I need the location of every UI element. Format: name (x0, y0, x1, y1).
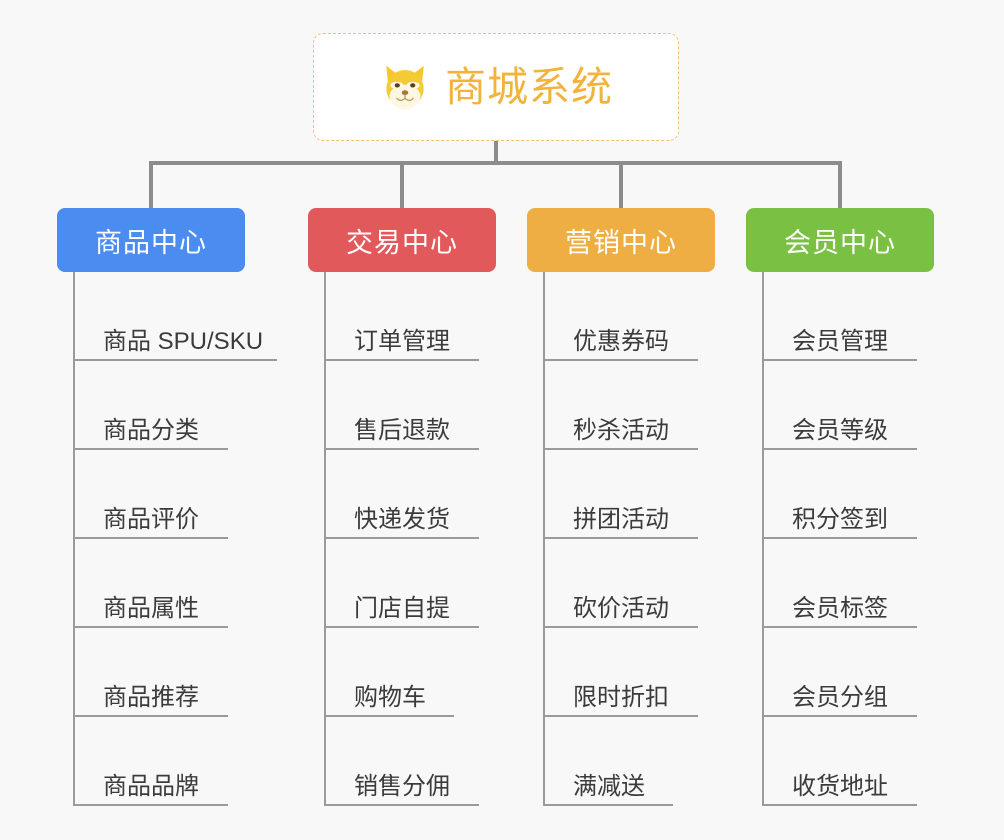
leaf-label: 商品属性 (103, 594, 199, 622)
leaf-item[interactable]: 秒杀活动 (543, 361, 698, 450)
leaf-spine (543, 272, 545, 806)
leaf-label: 购物车 (354, 683, 426, 711)
horizontal-bus-connector (149, 161, 842, 165)
leaf-label: 收货地址 (792, 772, 888, 800)
shiba-dog-face-icon (379, 61, 431, 113)
leaf-label: 售后退款 (354, 416, 450, 444)
leaf-label: 会员管理 (792, 327, 888, 355)
leaf-item[interactable]: 会员管理 (762, 272, 917, 361)
root-title: 商城系统 (445, 63, 613, 110)
branch-drop-connector-1 (149, 161, 153, 208)
leaf-item[interactable]: 商品推荐 (73, 628, 228, 717)
leaf-item[interactable]: 拼团活动 (543, 450, 698, 539)
leaf-label: 拼团活动 (573, 505, 669, 533)
category-label: 交易中心 (346, 227, 458, 258)
leaf-spine (73, 272, 75, 806)
leaf-label: 商品分类 (103, 416, 199, 444)
leaf-label: 积分签到 (792, 505, 888, 533)
leaf-item[interactable]: 门店自提 (324, 539, 479, 628)
branch-drop-connector-3 (619, 161, 623, 208)
category-label: 会员中心 (784, 227, 896, 258)
leaf-label: 会员等级 (792, 416, 888, 444)
leaf-item[interactable]: 满减送 (543, 717, 673, 806)
leaf-label: 优惠券码 (573, 327, 669, 355)
leaf-item[interactable]: 售后退款 (324, 361, 479, 450)
leaf-item[interactable]: 商品品牌 (73, 717, 228, 806)
branch-drop-connector-2 (400, 161, 404, 208)
leaf-item[interactable]: 商品分类 (73, 361, 228, 450)
category-box-3[interactable]: 营销中心 (527, 208, 715, 272)
category-box-1[interactable]: 商品中心 (57, 208, 245, 272)
leaf-label: 商品 SPU/SKU (103, 327, 264, 355)
leaf-label: 秒杀活动 (573, 416, 669, 444)
leaf-label: 订单管理 (354, 327, 450, 355)
category-label: 营销中心 (565, 227, 677, 258)
leaf-item[interactable]: 会员分组 (762, 628, 917, 717)
leaf-label: 限时折扣 (573, 683, 669, 711)
leaf-item[interactable]: 快递发货 (324, 450, 479, 539)
leaf-spine (762, 272, 764, 806)
leaf-item[interactable]: 限时折扣 (543, 628, 698, 717)
category-box-4[interactable]: 会员中心 (746, 208, 934, 272)
leaf-item[interactable]: 会员标签 (762, 539, 917, 628)
leaf-label: 销售分佣 (354, 772, 450, 800)
leaf-label: 会员分组 (792, 683, 888, 711)
leaf-label: 砍价活动 (573, 594, 669, 622)
leaf-label: 商品评价 (103, 505, 199, 533)
leaf-item[interactable]: 会员等级 (762, 361, 917, 450)
branch-drop-connector-4 (838, 161, 842, 208)
leaf-item[interactable]: 商品 SPU/SKU (73, 272, 277, 361)
root-node[interactable]: 商城系统 (313, 33, 679, 141)
root-stem-connector (494, 141, 498, 165)
leaf-label: 商品品牌 (103, 772, 199, 800)
leaf-item[interactable]: 积分签到 (762, 450, 917, 539)
leaf-item[interactable]: 优惠券码 (543, 272, 698, 361)
leaf-label: 门店自提 (354, 594, 450, 622)
leaf-item[interactable]: 砍价活动 (543, 539, 698, 628)
leaf-item[interactable]: 收货地址 (762, 717, 917, 806)
leaf-item[interactable]: 订单管理 (324, 272, 479, 361)
leaf-label: 商品推荐 (103, 683, 199, 711)
leaf-label: 快递发货 (354, 505, 450, 533)
leaf-item[interactable]: 购物车 (324, 628, 454, 717)
leaf-item[interactable]: 商品属性 (73, 539, 228, 628)
leaf-spine (324, 272, 326, 806)
category-label: 商品中心 (95, 227, 207, 258)
leaf-item[interactable]: 商品评价 (73, 450, 228, 539)
leaf-label: 会员标签 (792, 594, 888, 622)
category-box-2[interactable]: 交易中心 (308, 208, 496, 272)
leaf-item[interactable]: 销售分佣 (324, 717, 479, 806)
leaf-label: 满减送 (573, 772, 645, 800)
